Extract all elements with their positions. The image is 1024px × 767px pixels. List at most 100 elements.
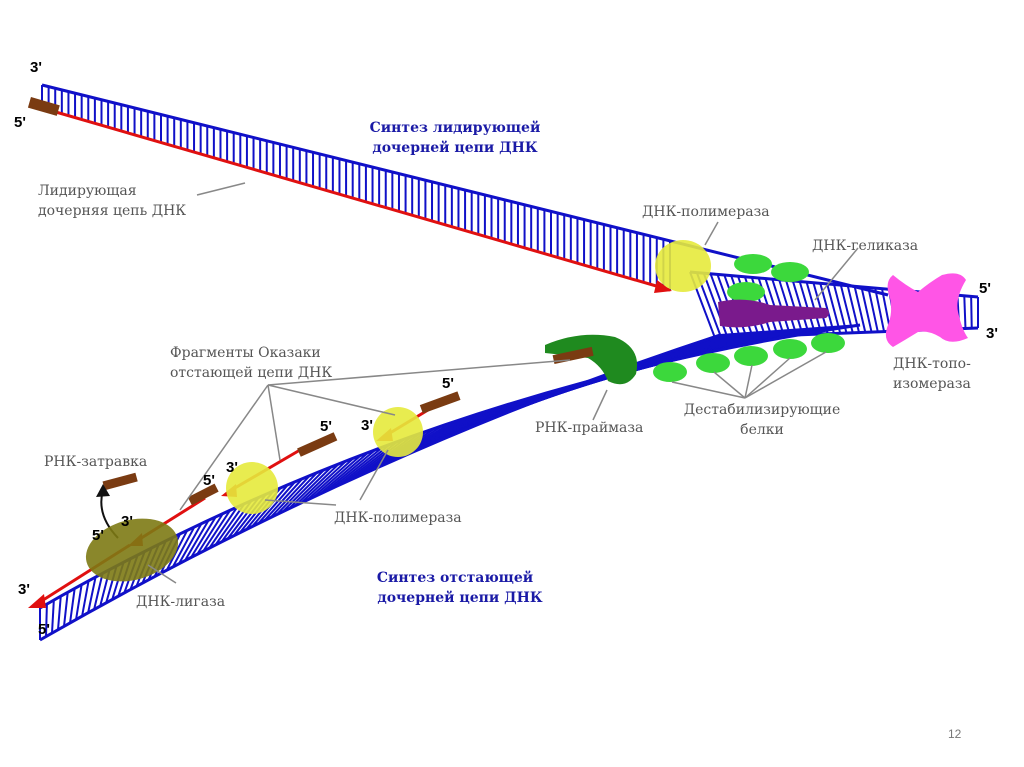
base-pair-rung	[75, 584, 83, 620]
base-pair-rung	[833, 284, 848, 334]
base-pair-rung	[165, 529, 189, 571]
primer-new	[552, 346, 594, 365]
dna-polymerase-lagging-1	[373, 407, 423, 457]
ssb-protein	[771, 262, 809, 282]
base-pair-rung	[312, 454, 362, 498]
page-number: 12	[948, 727, 962, 741]
lagging-synthesis-line1: Синтез отстающей	[377, 569, 533, 586]
dna-helicase	[718, 299, 829, 328]
free-rna-primer	[102, 472, 138, 491]
primer-removal-arrowhead	[96, 484, 110, 497]
end-frag1-5: 5'	[92, 527, 104, 544]
base-pair-rung	[331, 446, 384, 490]
base-pair-rung	[208, 506, 239, 549]
base-pair-rung	[306, 457, 355, 501]
base-pair-rung	[860, 286, 873, 333]
leader-lines	[147, 182, 859, 584]
end-bottom-3: 3'	[18, 581, 30, 598]
rna-primase	[545, 334, 638, 385]
base-pair-rung	[81, 580, 90, 617]
base-pair-rung	[300, 460, 347, 504]
ssb-protein	[811, 333, 845, 353]
leading-primer	[27, 97, 60, 116]
base-pair-rung	[318, 451, 369, 495]
end-top-5: 5'	[14, 114, 26, 131]
topoisomerase-label-line1: ДНК-топо-	[893, 356, 971, 372]
base-pair-rung	[970, 296, 973, 329]
base-pair-rung	[45, 604, 48, 637]
base-pair-rung	[257, 481, 296, 525]
end-frag3-3: 3'	[361, 417, 373, 434]
primase-label: РНК-праймаза	[535, 420, 643, 436]
end-frag1-3: 3'	[121, 513, 133, 530]
ssb-protein	[653, 362, 687, 382]
dna-ligase	[85, 518, 179, 582]
base-pair-rung	[93, 573, 104, 610]
primer-fragment-2	[297, 432, 338, 457]
ssb-protein	[727, 282, 765, 302]
ssb-protein	[773, 339, 807, 359]
leading-synthesis-line1: Синтез лидирующей	[370, 119, 541, 136]
base-pair-rung	[702, 272, 729, 338]
primer-fragment-3	[419, 391, 461, 414]
ssb-protein	[734, 254, 772, 274]
end-frag3-5: 5'	[320, 418, 332, 435]
base-pair-rung	[69, 588, 76, 624]
topoisomerase-label-line2: изомераза	[893, 376, 971, 392]
base-pair-rung	[196, 512, 224, 555]
ssb-protein	[696, 353, 730, 373]
base-pair-rung	[171, 526, 196, 568]
base-pair-rung	[281, 468, 326, 513]
base-pair-rung	[719, 324, 861, 336]
base-pair-rung	[87, 576, 97, 613]
base-pair-rung	[263, 477, 304, 522]
end-right-5: 5'	[979, 280, 991, 297]
ligase-label: ДНК-лигаза	[136, 594, 225, 610]
base-pair-rung	[57, 596, 62, 630]
dna-topoisomerase	[885, 273, 968, 347]
base-pair-rung	[294, 463, 340, 507]
end-bottom-5: 5'	[38, 621, 50, 638]
ssb-label-line2: белки	[740, 422, 784, 438]
polymerase-bottom-label: ДНК-полимераза	[334, 510, 462, 526]
okazaki-label-line1: Фрагменты Оказаки	[170, 345, 321, 361]
end-frag2-5: 5'	[203, 472, 215, 489]
leading-daughter-strand	[41, 106, 671, 292]
lagging-synthesis-line2: дочерней цепи ДНК	[377, 589, 542, 606]
dna-polymerase-lagging-2	[226, 462, 278, 514]
base-pair-rung	[269, 474, 311, 519]
ssb-label-line1: Дестабилизирующие	[684, 402, 841, 418]
primer-fragment-1	[187, 483, 219, 506]
ssb-protein	[734, 346, 768, 366]
base-pair-rung	[184, 519, 210, 562]
base-pair-rung	[190, 516, 217, 559]
okazaki-label-line2: отстающей цепи ДНК	[170, 365, 332, 381]
end-frag2-3: 3'	[226, 459, 238, 476]
primer-label: РНК-затравка	[44, 454, 147, 470]
leading-strand-label-line1: Лидирующая	[38, 183, 137, 199]
base-pair-rung	[63, 592, 69, 627]
leading-strand-label-line2: дочерняя цепь ДНК	[38, 203, 186, 219]
base-pair-rung	[202, 509, 231, 552]
base-pair-rung	[325, 448, 377, 493]
polymerase-top-label: ДНК-полимераза	[642, 204, 770, 220]
base-pair-rung	[963, 295, 967, 329]
base-pair-rung	[826, 283, 842, 334]
base-pair-rung	[178, 523, 203, 565]
end-frag4-5: 5'	[442, 375, 454, 392]
leading-synthesis-line2: дочерней цепи ДНК	[372, 139, 537, 156]
base-pair-rung	[51, 600, 55, 634]
end-right-3: 3'	[986, 325, 998, 342]
base-pair-rung	[853, 286, 867, 333]
base-pair-rung	[275, 471, 318, 516]
lagging-end-arrowhead	[28, 594, 46, 608]
base-pair-rung	[874, 287, 886, 332]
leading-strand-arrowhead	[654, 280, 672, 293]
helicase-label: ДНК-геликаза	[812, 238, 918, 254]
base-pair-rung	[867, 287, 879, 333]
dna-polymerase-leading	[655, 240, 711, 292]
end-top-3: 3'	[30, 59, 42, 76]
base-pair-rung	[337, 443, 392, 487]
